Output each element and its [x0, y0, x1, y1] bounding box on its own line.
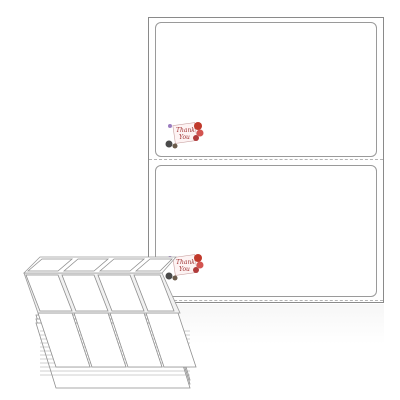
- fanfold-stack-icon: [23, 256, 197, 389]
- motif-text-thank: Thank: [176, 259, 195, 266]
- thank-you-flower-icon: Thank You: [165, 122, 204, 149]
- motif-text-thank: Thank: [176, 127, 195, 134]
- label-bottom: [155, 165, 377, 297]
- sheet-reflection: [148, 304, 384, 344]
- perforation-line: [149, 159, 383, 160]
- motif-text-you: You: [179, 266, 190, 273]
- motif-text-you: You: [179, 134, 190, 141]
- perforation-line: [149, 300, 383, 301]
